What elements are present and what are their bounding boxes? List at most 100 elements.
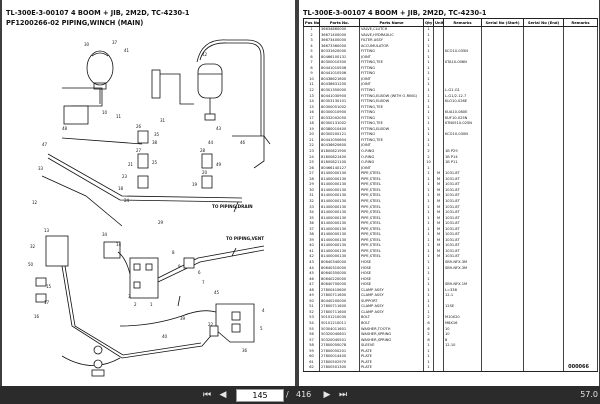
svg-text:5: 5 [260, 326, 263, 331]
cell-remarks-2 [563, 60, 598, 66]
next-page-icon[interactable]: ▶ [323, 390, 331, 400]
col-remarks-2: Remarks [563, 18, 598, 27]
cell-remarks-2 [563, 326, 598, 333]
svg-text:45: 45 [214, 290, 220, 295]
col-pos-no: Pos No. [303, 18, 320, 27]
cell-remarks-2 [563, 243, 598, 249]
col-qty: Qty [423, 18, 434, 27]
svg-text:49: 49 [216, 162, 222, 167]
svg-text:9: 9 [178, 264, 181, 269]
cell-remarks-2 [563, 254, 598, 260]
cell-remarks-2 [563, 126, 598, 133]
cell-remarks-2 [563, 43, 598, 50]
svg-text:12: 12 [32, 200, 38, 205]
col-parts-no: Parts No. [319, 18, 360, 27]
cell-remarks-2 [563, 309, 598, 316]
to-piping-drain-label: TO PIPING,DRAIN [212, 204, 253, 209]
cell-remarks-2 [563, 348, 598, 355]
cell-remarks-2 [563, 232, 598, 238]
svg-text:11: 11 [116, 114, 122, 119]
cell-remarks-2 [563, 354, 598, 360]
svg-text:20: 20 [202, 170, 208, 175]
page-number-input[interactable]: 145 [236, 389, 284, 402]
svg-text:16: 16 [34, 314, 40, 319]
cell-remarks-2 [563, 121, 598, 127]
svg-text:46: 46 [240, 140, 246, 145]
svg-text:33: 33 [38, 166, 44, 171]
svg-text:34: 34 [102, 232, 108, 237]
svg-text:2: 2 [134, 302, 137, 307]
svg-text:13: 13 [44, 228, 50, 233]
cell-remarks-2 [563, 320, 598, 327]
svg-text:36: 36 [242, 348, 248, 353]
cell-remarks-2 [563, 115, 598, 122]
cell-remarks [443, 365, 482, 372]
total-pages: 416 [296, 390, 312, 399]
cell-remarks-2 [563, 187, 598, 194]
page-separator: / [286, 390, 289, 399]
first-page-icon[interactable]: ⏮ [202, 390, 212, 400]
previous-page-icon[interactable]: ◀ [219, 390, 227, 400]
cell-remarks-2 [563, 298, 598, 305]
svg-text:47: 47 [42, 142, 48, 147]
cell-remarks-2 [563, 132, 598, 138]
svg-text:24: 24 [124, 198, 130, 203]
svg-text:7: 7 [202, 280, 205, 285]
svg-text:27: 27 [136, 148, 142, 153]
cell-remarks-2 [563, 248, 598, 255]
cell-remarks-2 [563, 282, 598, 288]
col-serial-end: Serial No (End) [523, 18, 564, 27]
cell-remarks-2 [563, 38, 598, 44]
parts-table-header: Pos No. Parts No. Parts Name Qty Unit Re… [303, 18, 598, 27]
svg-text:37: 37 [112, 40, 118, 45]
cell-remarks-2 [563, 49, 598, 55]
svg-text:29: 29 [158, 220, 164, 225]
zoom-level[interactable]: 57.0 [580, 390, 598, 399]
svg-text:50: 50 [28, 262, 34, 267]
cell-remarks-2 [563, 137, 598, 144]
cell-remarks-2 [563, 176, 598, 183]
svg-text:41: 41 [124, 48, 130, 53]
cell-remarks-2 [563, 26, 598, 33]
svg-text:32: 32 [30, 244, 36, 249]
parts-list-page: TL-300E-3-00107 4 BOOM + JIB, 2M2D, TC-4… [299, 0, 599, 386]
svg-text:21: 21 [128, 162, 134, 167]
viewer-toolbar: ⏮ ◀ 145 / 416 ▶ ⏭ 57.0 [0, 386, 600, 404]
to-piping-vent-label: TO PIPING,VENT [226, 236, 264, 241]
last-page-icon[interactable]: ⏭ [338, 390, 348, 400]
svg-text:25: 25 [152, 160, 158, 165]
diagram-page: TL-300E-3-00107 4 BOOM + JIB, 2M2D, TC-4… [2, 0, 295, 386]
